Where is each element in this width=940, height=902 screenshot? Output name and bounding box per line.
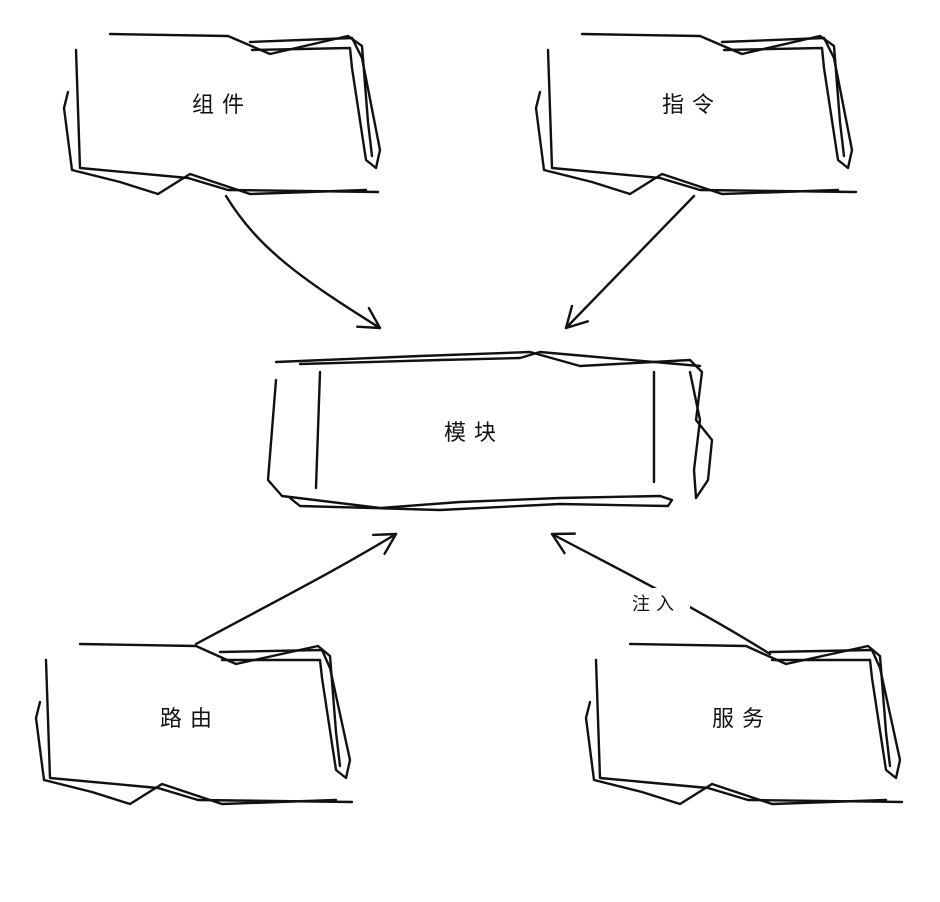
node-component: 组件: [62, 32, 382, 196]
edge-component-to-module: [224, 194, 382, 330]
node-directive-label: 指令: [662, 93, 722, 118]
node-service: 服务: [584, 642, 904, 806]
edge-router-to-module: [194, 532, 398, 646]
edge-directive-to-module: [564, 194, 696, 330]
node-router-label: 路由: [160, 707, 220, 732]
node-router: 路由: [34, 642, 354, 806]
node-component-label: 组件: [192, 93, 252, 118]
edge-label-bg: [626, 588, 690, 616]
node-module: 模块: [266, 350, 714, 512]
node-directive: 指令: [534, 32, 858, 196]
node-module-label: 模块: [444, 421, 504, 446]
node-service-label: 服务: [712, 707, 772, 732]
edge-service-to-module-label: 注入: [632, 594, 680, 615]
